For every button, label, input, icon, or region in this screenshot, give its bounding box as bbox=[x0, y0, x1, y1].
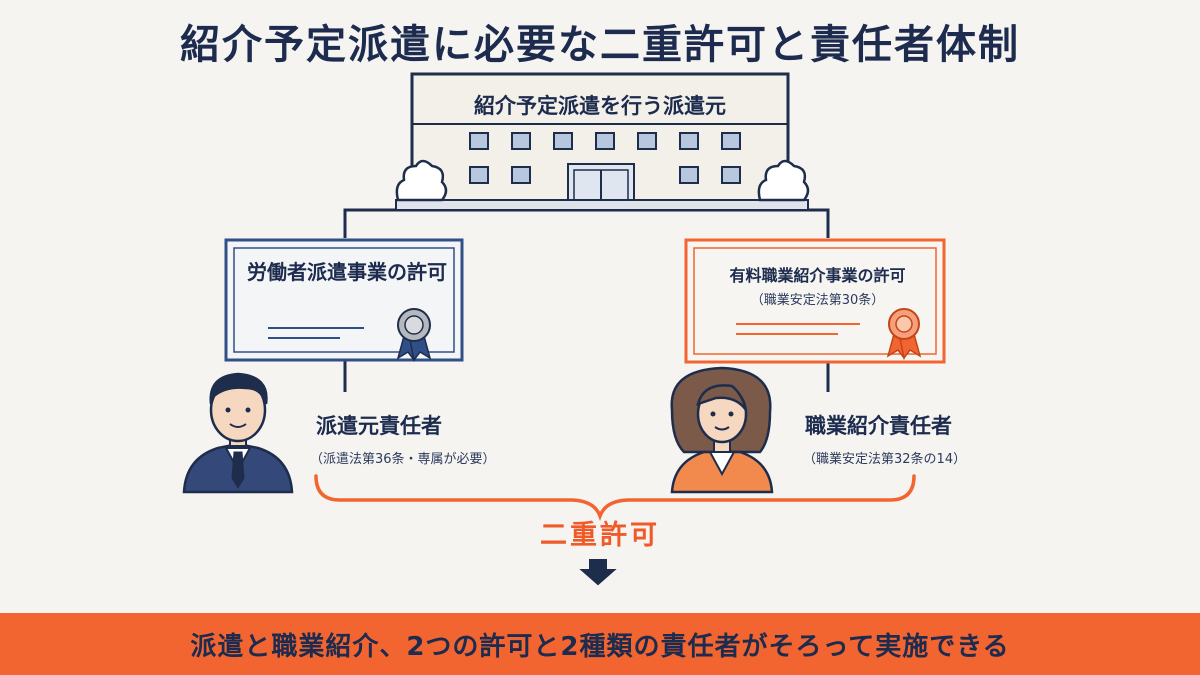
placement-permit-title: 有料職業紹介事業の許可 bbox=[729, 266, 906, 285]
businessman-icon bbox=[182, 372, 294, 494]
businesswoman-icon bbox=[670, 366, 774, 494]
placement-manager-role: 職業紹介責任者 bbox=[805, 414, 952, 438]
down-arrow-icon bbox=[579, 559, 617, 586]
dispatch-manager-role: 派遣元責任者 bbox=[316, 414, 442, 438]
placement-permit-law: （職業安定法第30条） bbox=[750, 293, 885, 308]
placement-manager-note: （職業安定法第32条の14） bbox=[803, 452, 967, 467]
curly-brace bbox=[314, 474, 916, 521]
dispatch-permit-title: 労働者派遣事業の許可 bbox=[247, 260, 447, 284]
ribbon-seal-icon bbox=[396, 308, 432, 362]
building-icon bbox=[395, 72, 809, 212]
dual-permit-label: 二重許可 bbox=[540, 520, 660, 551]
bush-icon bbox=[757, 159, 810, 202]
building-label: 紹介予定派遣を行う派遣元 bbox=[474, 94, 726, 118]
page-title: 紹介予定派遣に必要な二重許可と責任者体制 bbox=[180, 22, 1020, 68]
ribbon-seal-icon bbox=[886, 308, 922, 360]
bush-icon bbox=[395, 159, 448, 202]
certificate-icon bbox=[684, 238, 946, 364]
conclusion-banner: 派遣と職業紹介、2つの許可と2種類の責任者がそろって実施できる bbox=[0, 613, 1200, 675]
certificate-icon bbox=[224, 238, 464, 362]
dispatch-manager-note: （派遣法第36条・専属が必要） bbox=[310, 452, 496, 467]
conclusion-text: 派遣と職業紹介、2つの許可と2種類の責任者がそろって実施できる bbox=[190, 632, 1010, 662]
